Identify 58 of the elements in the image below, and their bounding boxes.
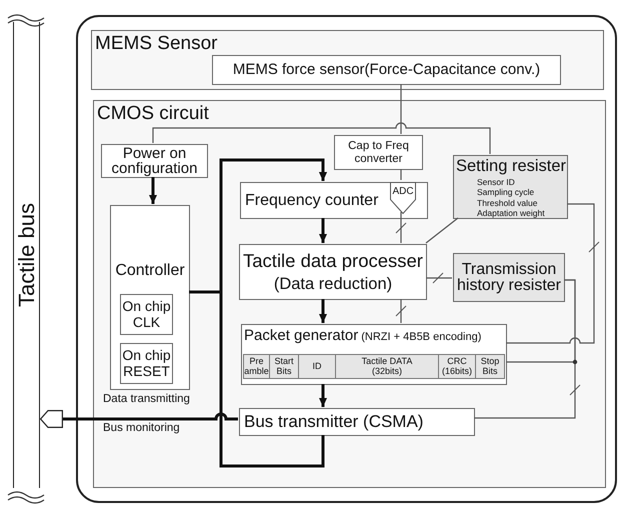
arrow <box>319 218 327 243</box>
connector-line <box>400 299 402 323</box>
box-label: (Data reduction) <box>274 275 392 294</box>
bus-label: Tactile bus <box>14 203 39 307</box>
connector-line <box>400 212 402 243</box>
setting-item: Sampling cycle <box>477 187 534 198</box>
frame-field: ID <box>299 355 336 378</box>
box-label: Power on configuration <box>110 146 198 176</box>
panel-title: MEMS Sensor <box>95 34 218 55</box>
frame-field: CRC (16bits) <box>439 355 476 378</box>
connector-line <box>474 279 576 419</box>
box-label: Bus transmitter (CSMA) <box>244 412 424 432</box>
connector-line <box>506 203 595 344</box>
arrow <box>149 177 157 204</box>
box-label: Controller <box>115 262 185 280</box>
frame-field: Start Bits <box>270 355 299 378</box>
box-label: Tactile data processer <box>243 250 423 272</box>
setting-item: Adaptation weight <box>477 208 545 218</box>
signal-label: Bus monitoring <box>103 422 180 434</box>
box-label: Frequency counter <box>245 192 378 210</box>
adc-block <box>390 182 416 214</box>
process-box <box>241 324 507 385</box>
process-box <box>101 144 208 178</box>
connector-line <box>426 218 458 244</box>
connector-line <box>152 122 491 154</box>
box-label: On chip RESET <box>121 348 172 379</box>
register-box <box>453 253 565 302</box>
box-label: MEMS force sensor(Force-Capacitance conv.) <box>232 62 540 78</box>
setting-item: Threshold value <box>477 198 538 208</box>
connector-line <box>400 169 402 180</box>
connector-line <box>426 277 452 279</box>
adc-label: ADC <box>392 186 414 197</box>
process-box <box>334 135 423 170</box>
setting-item: Sensor ID <box>477 177 515 188</box>
arrow <box>220 158 327 468</box>
box-label: Packet generator <box>244 328 358 344</box>
arrow <box>319 384 327 407</box>
box-label: Transmission history resister <box>456 262 562 294</box>
box-label: Cap to Freq converter <box>347 140 410 166</box>
sensor-box <box>212 55 561 85</box>
process-box <box>239 408 475 436</box>
process-box <box>239 244 427 300</box>
circuit-panel <box>93 100 606 488</box>
connector-line <box>63 412 238 420</box>
frame-field: Stop Bits <box>476 355 504 378</box>
register-title: Setting resister <box>456 157 566 176</box>
frame-field: Pre amble <box>244 355 270 378</box>
controller-box <box>110 205 190 390</box>
frame-field: Tactile DATA (32bits) <box>336 355 439 378</box>
sensor-panel <box>91 30 604 90</box>
box-label: (NRZI + 4B5B encoding) <box>361 331 482 344</box>
connector-line <box>400 84 402 134</box>
box-label: On chip CLK <box>121 299 172 330</box>
process-box <box>240 182 428 219</box>
panel-title: CMOS circuit <box>97 104 209 125</box>
bus-port-symbol <box>40 410 63 428</box>
register-box <box>453 155 568 219</box>
arrow <box>319 299 327 323</box>
